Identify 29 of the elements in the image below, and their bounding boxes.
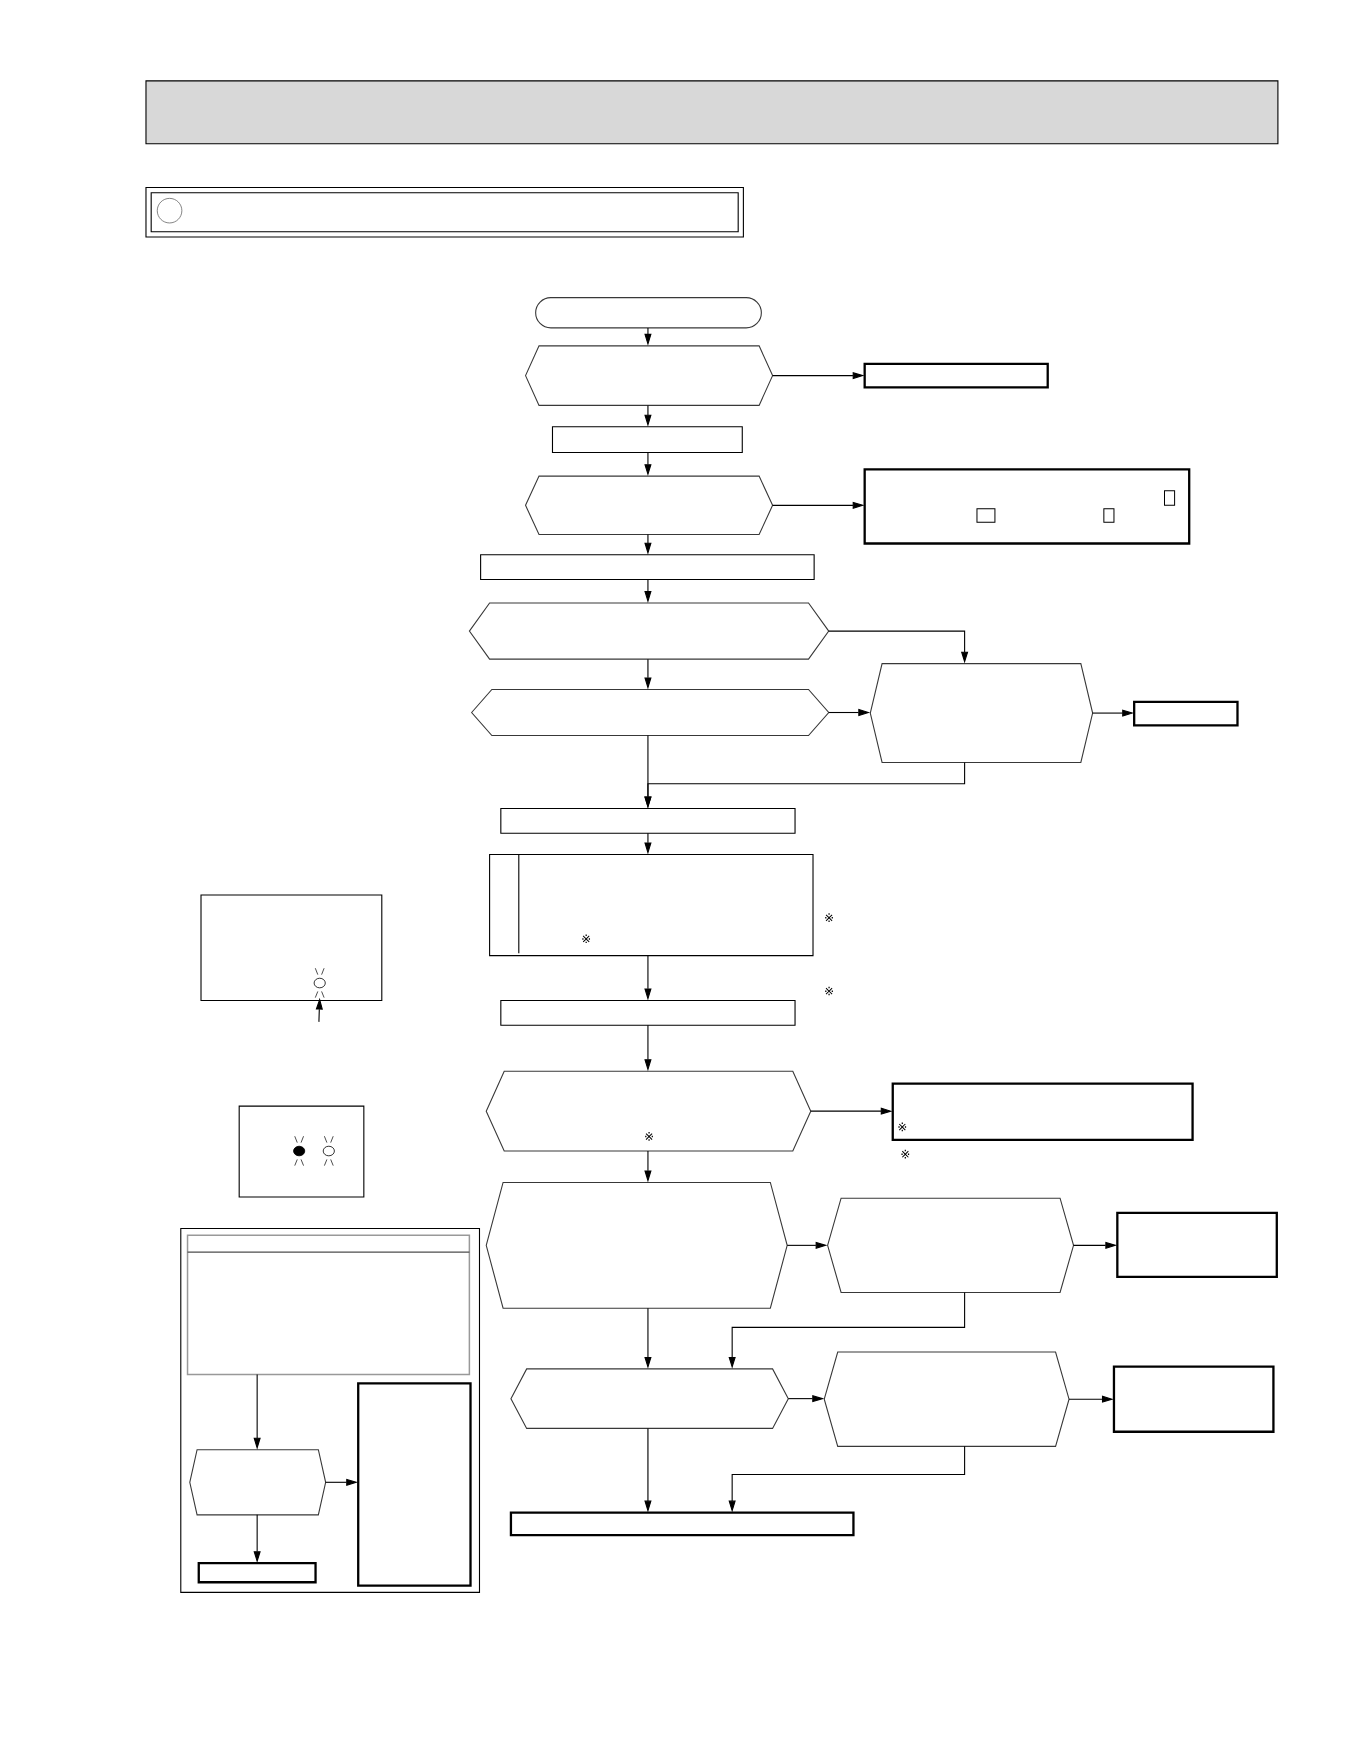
result-box bbox=[197, 1562, 317, 1584]
table-box bbox=[186, 1234, 471, 1376]
indicator-box bbox=[200, 894, 383, 1002]
process-box bbox=[551, 426, 743, 454]
decision-hexagon: ※ bbox=[485, 1070, 812, 1152]
result-box bbox=[1133, 700, 1239, 727]
decision-hexagon bbox=[510, 1368, 789, 1429]
decision-hexagon bbox=[827, 1197, 1075, 1294]
decision-hexagon bbox=[485, 1181, 788, 1309]
result-box bbox=[509, 1511, 855, 1537]
decision-hexagon bbox=[468, 602, 830, 660]
process-box: ※ bbox=[489, 854, 814, 957]
result-box bbox=[1116, 1211, 1278, 1278]
header-band bbox=[145, 80, 1279, 145]
result-box bbox=[1112, 1365, 1275, 1433]
reference-mark: ※ bbox=[825, 913, 833, 922]
decision-hexagon bbox=[189, 1449, 327, 1516]
terminal-box bbox=[535, 297, 762, 329]
process-box bbox=[500, 808, 796, 834]
process-box bbox=[480, 554, 815, 580]
lamp-symbol bbox=[313, 967, 326, 998]
result-box bbox=[357, 1382, 472, 1587]
process-box bbox=[500, 1000, 796, 1026]
decision-hexagon bbox=[823, 1351, 1070, 1447]
decision-hexagon bbox=[869, 663, 1094, 764]
result-box: ※ bbox=[891, 1082, 1194, 1141]
panel-frame bbox=[180, 1227, 481, 1593]
reference-mark: ※ bbox=[825, 986, 833, 996]
result-box bbox=[863, 362, 1049, 389]
